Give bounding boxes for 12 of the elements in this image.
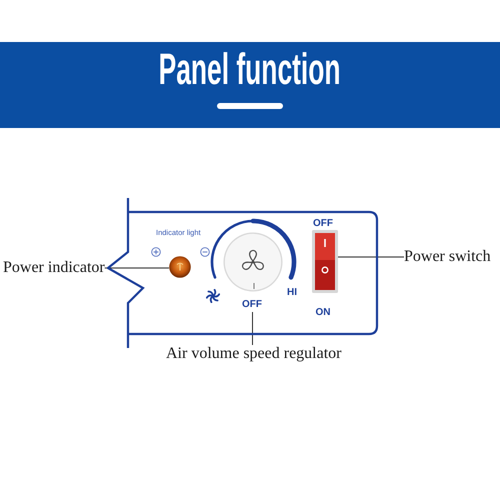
dial-marking: OFF: [242, 300, 262, 310]
rocker-switch: [312, 230, 338, 293]
switch-marking: ON: [316, 308, 330, 318]
switch-marking: OFF: [313, 219, 333, 229]
callout-label: Power indicator: [3, 259, 105, 277]
indicator-lamp: [169, 256, 191, 278]
dial-marking: HI: [287, 288, 297, 298]
title: Panel function: [159, 48, 341, 92]
leader-line: [252, 312, 253, 346]
leader-line: [338, 256, 404, 258]
callout-label: Power switch: [404, 248, 491, 266]
callout-label: Air volume speed regulator: [166, 345, 342, 363]
